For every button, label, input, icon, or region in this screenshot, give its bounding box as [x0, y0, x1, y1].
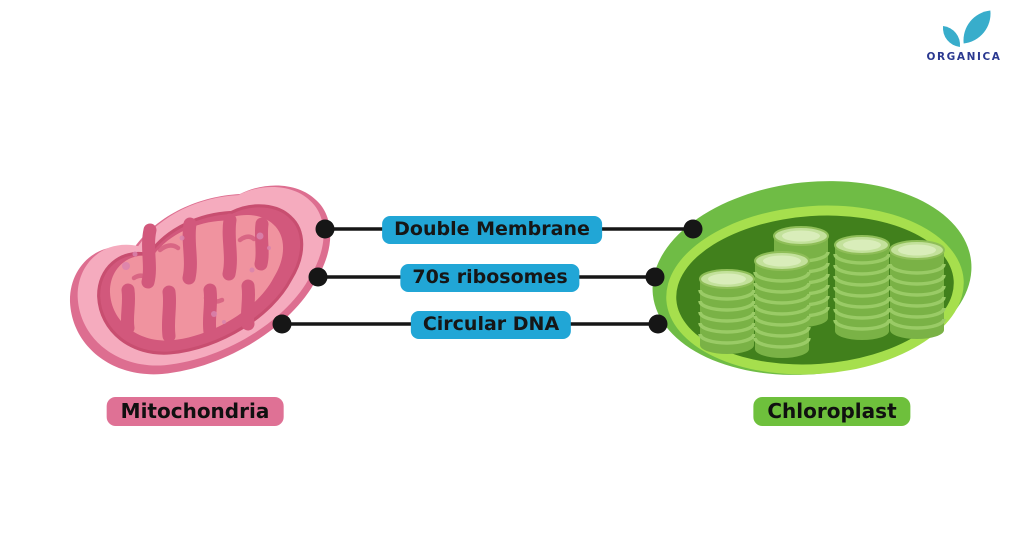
thylakoid-stack [833, 235, 891, 340]
feature-badge-70s-ribosomes: 70s ribosomes [400, 264, 580, 292]
brand-logo: ORGANICA [918, 10, 1010, 63]
grana-stacks [698, 226, 946, 358]
thylakoid-stack [888, 240, 946, 339]
feature-badge-double-membrane: Double Membrane [382, 216, 602, 244]
leaves-icon [918, 10, 1010, 48]
label-chloroplast: Chloroplast [753, 397, 911, 426]
brand-name: ORGANICA [926, 51, 1002, 63]
leaf-big-icon [960, 10, 994, 44]
label-mitochondria: Mitochondria [106, 397, 284, 426]
thylakoid-stack [698, 269, 756, 354]
chloroplast-illustration [652, 181, 972, 375]
leaf-small-icon [941, 26, 962, 47]
feature-badge-circular-dna: Circular DNA [410, 311, 572, 339]
thylakoid-stack [753, 251, 811, 358]
mitochondria-illustration [69, 185, 331, 375]
